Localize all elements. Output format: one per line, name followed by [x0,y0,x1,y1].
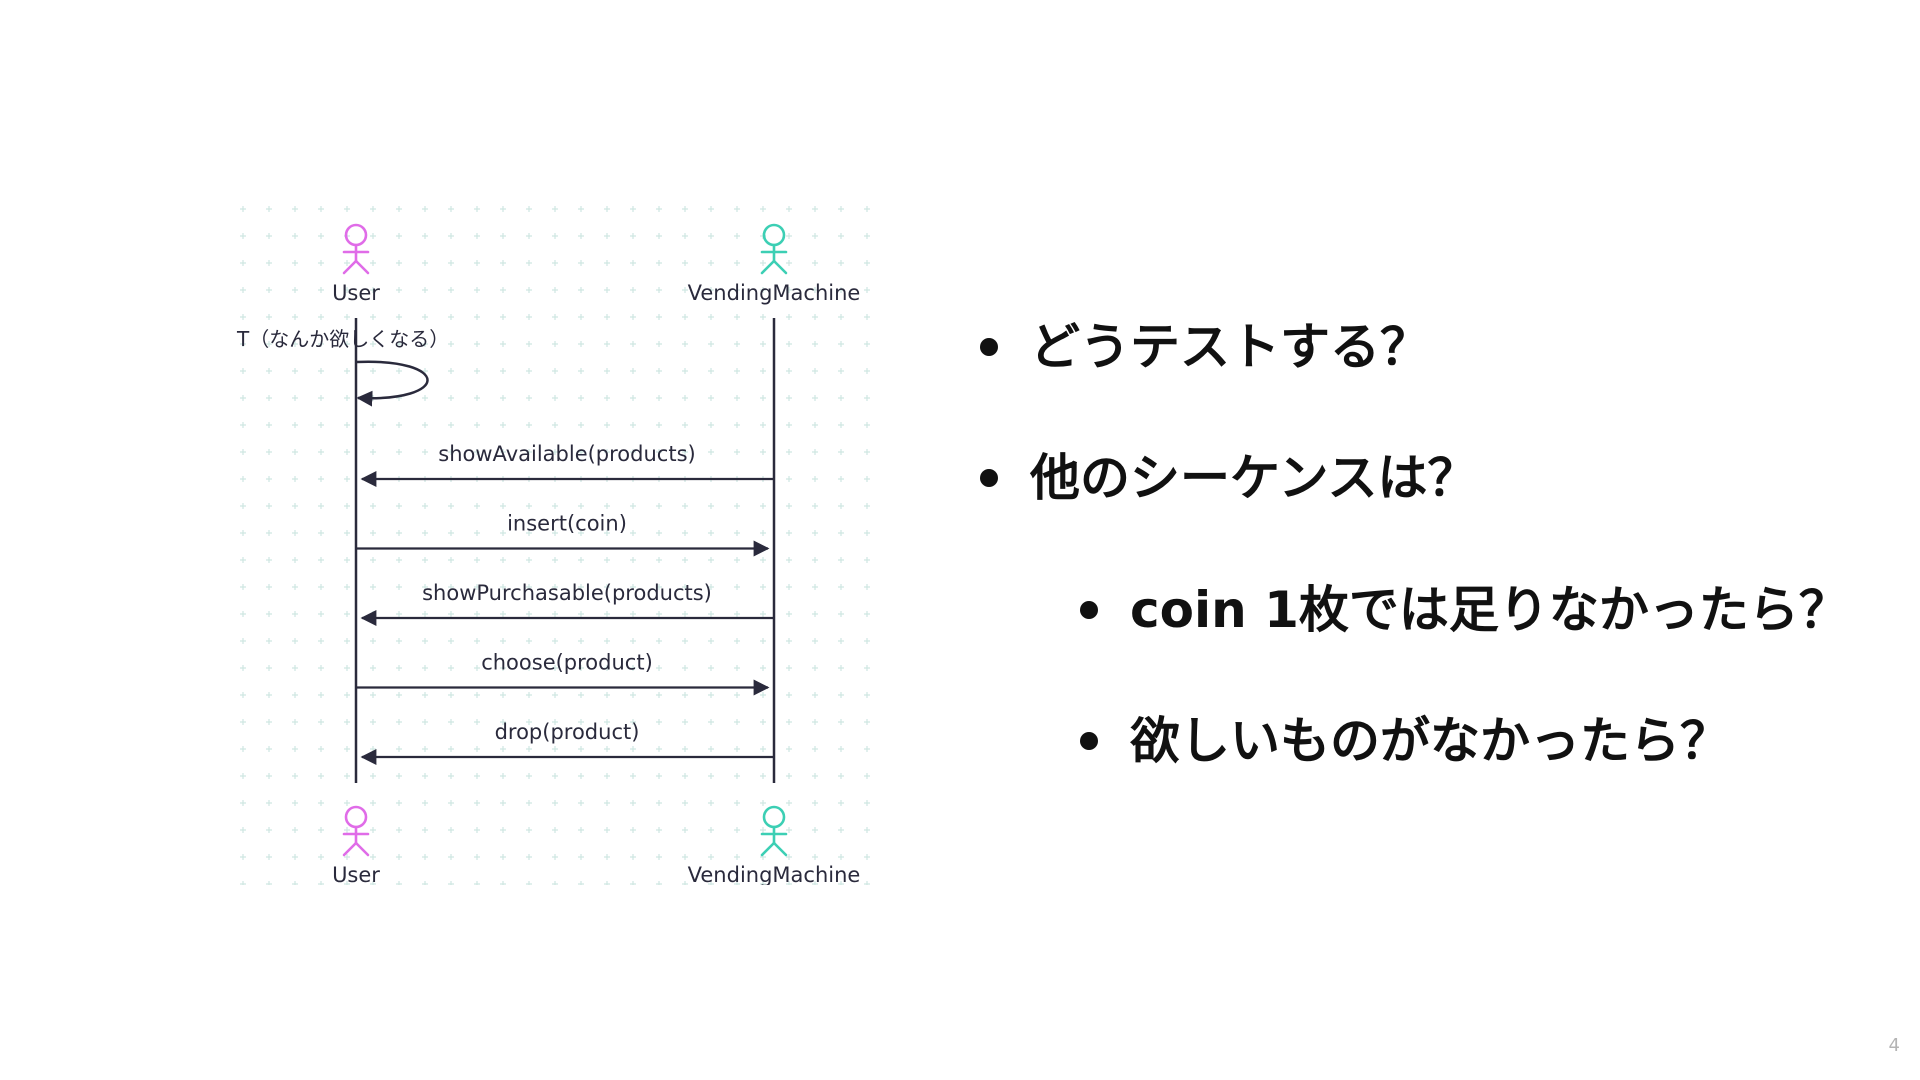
actor-label: User [332,281,380,305]
bullet-dot-icon [1080,601,1098,619]
self-message-arrow [355,360,429,407]
self-message: T（なんか欲しくなる） [236,327,449,407]
message: showAvailable(products) [360,442,774,487]
messages: T（なんか欲しくなる） showAvailable(products) insert… [236,327,774,765]
actor-label: VendingMachine [688,863,861,885]
message: insert(coin) [356,512,770,557]
bullet-dot-icon [1080,732,1098,750]
bullet-dot-icon [980,469,998,487]
bullet-text: どうテストする？ [1030,318,1430,376]
lifelines [354,318,776,783]
message-label: showAvailable(products) [438,442,695,466]
sequence-diagram-canvas: T（なんか欲しくなる） showAvailable(products) insert… [236,206,870,885]
message: choose(product) [356,651,770,696]
bullet-item: 他のシーケンスは？ [980,453,1478,503]
actor-label: VendingMachine [688,281,861,305]
page-number: 4 [1888,1035,1900,1056]
sub-bullet-item: coin 1枚では足りなかったら？ [1080,585,1849,635]
message: showPurchasable(products) [360,581,774,626]
self-message-label: T（なんか欲しくなる） [236,327,449,351]
actor-user-bottom: User [332,805,380,885]
sequence-diagram: T（なんか欲しくなる） showAvailable(products) insert… [233,205,893,885]
actor-label: User [332,863,380,885]
sub-bullet-item: 欲しいものがなかったら？ [1080,716,1730,766]
bullet-dot-icon [980,338,998,356]
bullet-text: 他のシーケンスは？ [1030,449,1478,507]
person-icon [342,805,370,857]
person-icon [342,223,370,275]
message-label: choose(product) [481,651,653,675]
actor-user-top: User [332,223,380,305]
actor-vm-top: VendingMachine [688,223,861,305]
message-label: drop(product) [495,720,640,744]
bullet-item: どうテストする？ [980,322,1430,372]
bullet-text: coin 1枚では足りなかったら？ [1130,581,1849,639]
bullet-text: 欲しいものがなかったら？ [1130,712,1730,770]
person-icon [760,223,788,275]
message: drop(product) [360,720,774,765]
person-icon [760,805,788,857]
actor-vm-bottom: VendingMachine [688,805,861,885]
message-label: showPurchasable(products) [422,581,712,605]
message-label: insert(coin) [507,512,627,536]
grid-background [240,206,870,885]
